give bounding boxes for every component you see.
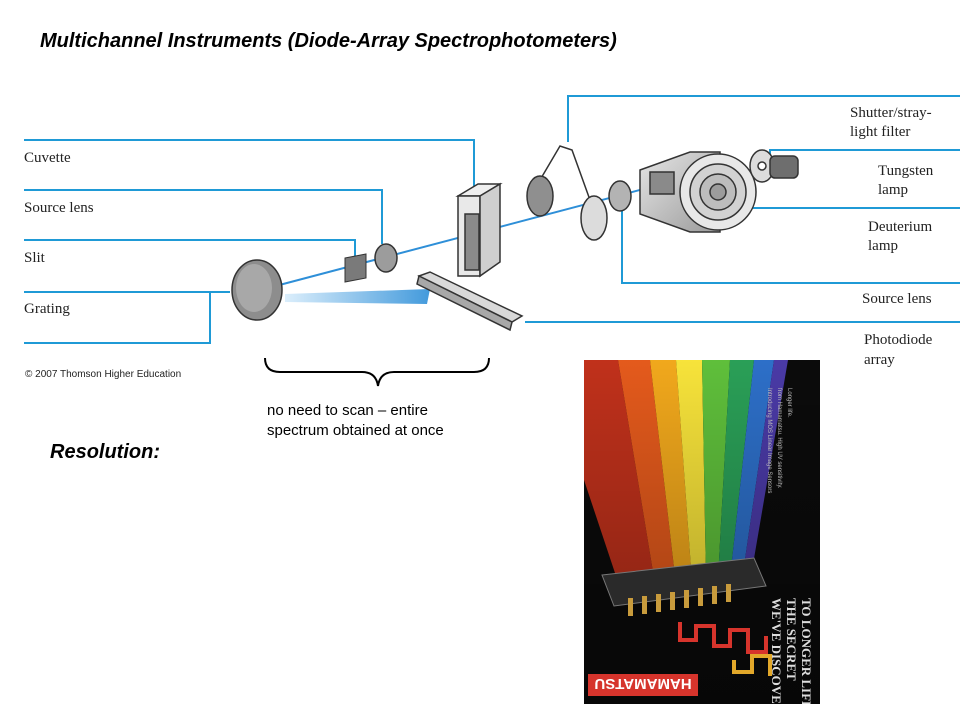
svg-text:Introducing MOS Linear Image S: Introducing MOS Linear Image Sensors [766,388,772,493]
label-grating: Grating [24,301,70,317]
shutter-filter [526,145,608,241]
label-photodiode-line1: Photodiode [864,332,933,348]
tungsten-lamp [749,149,799,183]
dispersed-light-fan [285,289,430,304]
scan-note-line2: spectrum obtained at once [267,422,444,439]
copyright-text: © 2007 Thomson Higher Education [25,369,182,380]
label-shutter-line1: Shutter/stray- [850,105,932,121]
curly-brace [264,357,490,387]
instrument-diagram: Cuvette Source lens Slit Grating Shutter… [24,95,960,387]
label-deuterium-line1: Deuterium [868,219,932,235]
slit [344,253,367,283]
label-tungsten-line1: Tungsten [878,163,934,179]
deuterium-lamp [639,151,757,233]
photodiode-array [416,271,524,332]
label-tungsten-line2: lamp [878,182,908,198]
svg-text:Longer life.: Longer life. [786,388,792,418]
svg-text:TO LONGER LIFE.: TO LONGER LIFE. [799,598,814,704]
svg-text:HAMAMATSU: HAMAMATSU [594,675,691,692]
label-shutter-line2: light filter [850,124,910,140]
label-source-lens-left: Source lens [24,200,94,216]
svg-text:from Hamamatsu. High UV sensit: from Hamamatsu. High UV sensitivity. [776,388,782,489]
label-photodiode-line2: array [864,352,895,368]
label-slit: Slit [24,250,46,266]
label-deuterium-line2: lamp [868,238,898,254]
grating [231,259,283,321]
scan-note: no need to scan – entire spectrum obtain… [267,401,507,441]
label-cuvette: Cuvette [24,150,71,166]
advertisement-artwork: Introducing MOS Linear Image Sensors fro… [584,360,820,704]
scan-note-line1: no need to scan – entire [267,402,428,419]
slide-title: Multichannel Instruments (Diode-Array Sp… [40,30,617,52]
label-source-lens-right: Source lens [862,291,932,307]
cuvette [455,182,503,278]
resolution-label: Resolution: [50,441,160,463]
leader-lines [24,95,960,344]
source-lens-left [374,243,398,273]
svg-text:THE SECRET: THE SECRET [784,598,799,681]
hamamatsu-advertisement-image: Introducing MOS Linear Image Sensors fro… [584,360,820,704]
source-lens-right [608,180,632,212]
svg-text:WE'VE DISCOVERED: WE'VE DISCOVERED [769,598,784,704]
